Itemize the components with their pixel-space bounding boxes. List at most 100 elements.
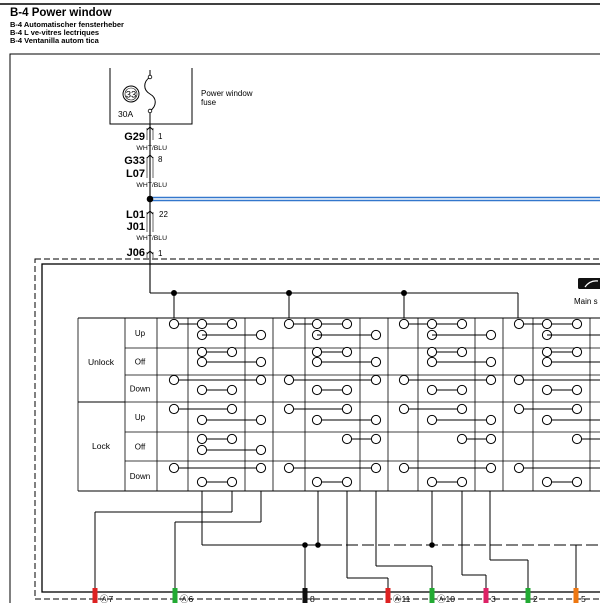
switch-terminal: [226, 384, 238, 396]
switch-terminal: [168, 374, 180, 386]
switch-terminal: [341, 318, 353, 330]
pin-color-bar: [172, 588, 178, 603]
switch-terminal: [311, 384, 323, 396]
switch-terminal: [255, 356, 267, 368]
switch-terminal: [341, 384, 353, 396]
pin-label: Ⓐ10: [437, 594, 455, 603]
switch-terminal: [226, 346, 238, 358]
main-switch-icon: [578, 278, 600, 289]
connector-j06: J06 1: [127, 247, 163, 259]
switch-terminal: [370, 329, 382, 341]
switch-terminal: [341, 403, 353, 415]
switch-terminal: [196, 444, 208, 456]
switch-terminal: [341, 346, 353, 358]
pin-label: 8: [310, 594, 315, 603]
pin-color-bar: [385, 588, 391, 603]
switch-terminal: [226, 403, 238, 415]
pin-label: 5: [581, 594, 586, 603]
fuse-number: 33: [126, 90, 137, 101]
svg-text:1: 1: [158, 132, 163, 141]
pin-label: 2: [533, 594, 538, 603]
switch-terminal: [571, 384, 583, 396]
switch-terminal: [370, 356, 382, 368]
switch-terminal: [513, 462, 525, 474]
switch-terminal: [168, 462, 180, 474]
switch-terminal: [196, 318, 208, 330]
switch-terminal: [168, 318, 180, 330]
svg-text:G33: G33: [124, 155, 145, 167]
switch-terminal: [370, 462, 382, 474]
switch-terminal: [541, 346, 553, 358]
fuse-label-2: fuse: [201, 98, 217, 107]
switch-terminal: [456, 384, 468, 396]
switch-terminal: [541, 384, 553, 396]
pin-color-bar: [525, 588, 531, 603]
switch-terminal: [426, 414, 438, 426]
pin-color-bar: [92, 588, 98, 603]
svg-text:J06: J06: [127, 247, 145, 259]
switch-terminal: [283, 403, 295, 415]
switch-terminal: [513, 374, 525, 386]
switch-terminal: [456, 346, 468, 358]
switch-terminal: [311, 346, 323, 358]
switch-terminal: [255, 374, 267, 386]
switch-terminal: [168, 403, 180, 415]
switch-terminal: [283, 374, 295, 386]
fuse-block: 33 30A Power window fuse: [109, 68, 253, 125]
switch-terminal: [485, 329, 497, 341]
svg-text:L07: L07: [126, 168, 145, 180]
switch-terminal: [255, 414, 267, 426]
row-group-label: Lock: [92, 441, 111, 451]
row-group-label: Unlock: [88, 357, 115, 367]
subtitle-spanish: B-4 Ventanilla autom tica: [10, 36, 99, 45]
pin-label: 3: [491, 594, 496, 603]
row-position-label: Up: [135, 413, 146, 422]
switch-terminal: [485, 462, 497, 474]
switch-terminal: [485, 433, 497, 445]
main-switch-housing: [41, 263, 600, 593]
main-switch-label: Main s: [574, 297, 598, 306]
switch-terminal: [398, 403, 410, 415]
svg-text:J01: J01: [127, 221, 145, 233]
fuse-label: Power window: [201, 89, 253, 98]
switch-terminal: [426, 356, 438, 368]
svg-text:8: 8: [158, 155, 163, 164]
row-position-label: Down: [130, 385, 150, 394]
switch-terminal: [226, 318, 238, 330]
switch-terminal: [426, 476, 438, 488]
switch-contacts: [168, 318, 600, 488]
switch-terminal: [426, 318, 438, 330]
switch-terminal: [571, 318, 583, 330]
row-position-label: Off: [135, 443, 146, 452]
switch-terminal: [456, 318, 468, 330]
switch-terminal: [341, 433, 353, 445]
switch-terminal: [426, 384, 438, 396]
switch-terminal: [196, 356, 208, 368]
switch-terminal: [255, 329, 267, 341]
switch-terminal: [311, 476, 323, 488]
switch-terminal: [370, 374, 382, 386]
svg-text:WHT/BLU: WHT/BLU: [136, 235, 167, 242]
fuse-number-badge: [122, 85, 140, 103]
output-wiring: [94, 491, 600, 598]
switch-terminal: [226, 476, 238, 488]
connector-g29: G29 1 WHT/BLU: [124, 126, 167, 152]
page-title: B-4 Power window: [10, 7, 112, 19]
switch-terminal: [226, 433, 238, 445]
pin-color-bar: [302, 588, 308, 603]
switch-terminal: [485, 374, 497, 386]
switch-terminal: [196, 433, 208, 445]
pin-label: Ⓐ11: [393, 594, 411, 603]
svg-text:L01: L01: [126, 209, 145, 221]
svg-text:WHT/BLU: WHT/BLU: [136, 145, 167, 152]
subtitle-german: B-4 Automatischer fensterheber: [10, 20, 124, 29]
pin-label: Ⓐ7: [100, 594, 114, 603]
switch-terminal: [311, 356, 323, 368]
pin-color-bar: [429, 588, 435, 603]
pin-color-bar: [483, 588, 489, 603]
svg-text:G29: G29: [124, 131, 145, 143]
svg-text:WHT/BLU: WHT/BLU: [136, 182, 167, 189]
switch-terminal: [541, 414, 553, 426]
